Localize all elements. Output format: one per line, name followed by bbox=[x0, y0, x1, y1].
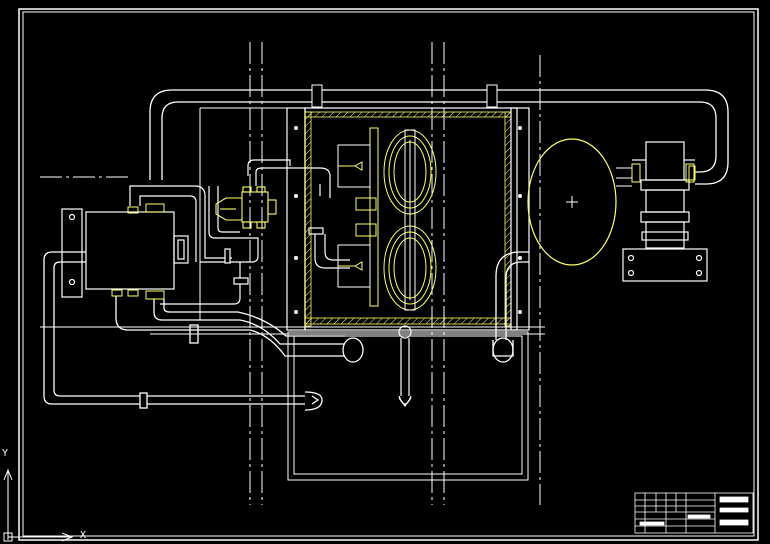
drain-pipe bbox=[398, 325, 412, 407]
motor-assembly bbox=[622, 141, 708, 282]
lower-left-pipe bbox=[43, 251, 323, 411]
ucs-x-label: X bbox=[80, 530, 87, 541]
valve-pipe bbox=[160, 159, 331, 305]
outer-frame bbox=[18, 8, 759, 541]
pump-vessel bbox=[527, 138, 633, 266]
ucs-axis-icon bbox=[3, 468, 74, 542]
tank bbox=[286, 107, 530, 331]
pipe-clamps bbox=[311, 84, 498, 108]
top-pipe-loop bbox=[149, 89, 729, 185]
control-box bbox=[61, 185, 232, 298]
inner-frame bbox=[22, 11, 755, 537]
solenoid-valve bbox=[215, 186, 277, 229]
ucs-y-label: Y bbox=[2, 448, 9, 459]
dashed-centerlines bbox=[40, 42, 541, 505]
tank-feed-pipes bbox=[308, 184, 350, 269]
coil-assembly bbox=[337, 127, 437, 311]
title-block bbox=[634, 492, 754, 534]
foundation-outline bbox=[40, 107, 545, 481]
outlet-pipe bbox=[492, 251, 529, 363]
motor-fittings bbox=[631, 163, 696, 183]
bottom-bent-pipe bbox=[115, 296, 364, 363]
box-fittings bbox=[111, 203, 165, 300]
